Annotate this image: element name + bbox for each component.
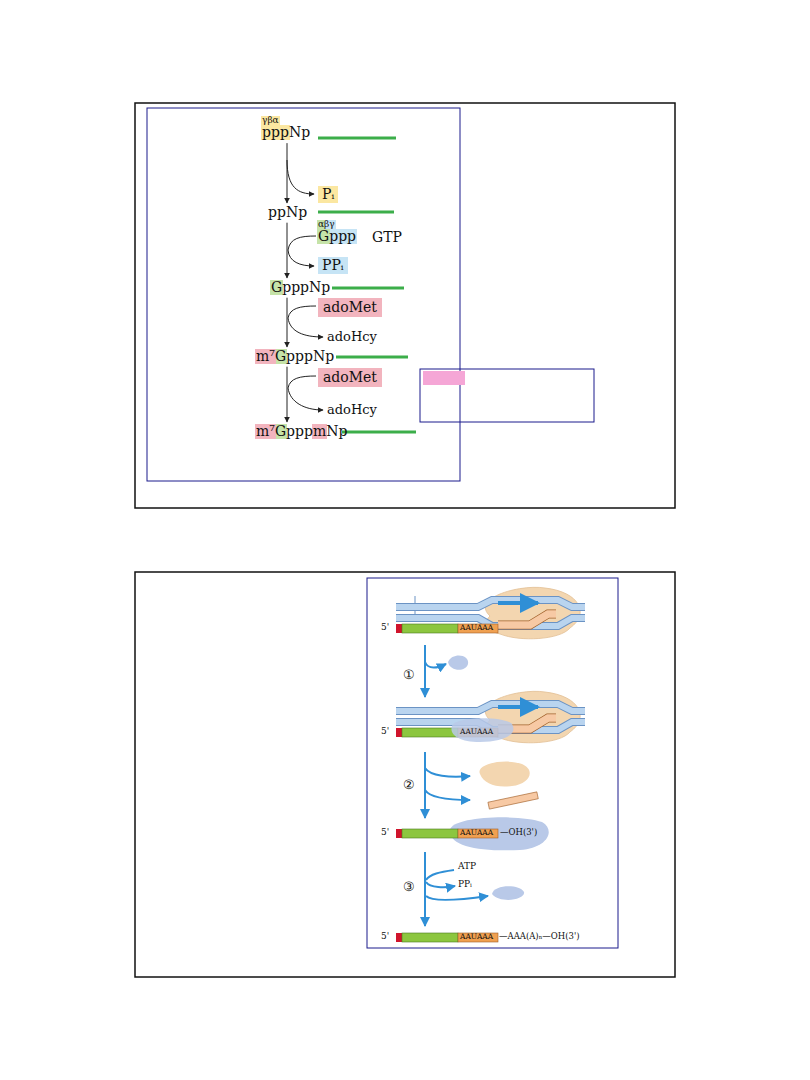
phosphate-letters: γβα: [262, 116, 310, 125]
nucleotide-chain: GpppNp: [271, 280, 330, 295]
adomet-box: adoMet: [318, 368, 382, 387]
signal-sequence: AAUAAA: [460, 728, 493, 736]
signal-sequence: AAUAAA: [460, 933, 493, 941]
figure-frame: [147, 108, 460, 481]
figure-frame: [367, 578, 618, 948]
compound-name: Pᵢ: [322, 187, 334, 202]
slide-frame: [135, 572, 675, 977]
note-box: [420, 369, 594, 422]
compound-name: adoMet: [323, 300, 377, 315]
phosphate-letters: αβγ: [318, 220, 356, 229]
step-number: ③: [403, 880, 415, 894]
gtp-box: αβγGppp: [318, 220, 356, 244]
molecule-name: ATP: [458, 862, 476, 871]
compound-name: GpppNp: [271, 280, 330, 295]
end-label: 5': [381, 828, 389, 837]
nucleotide-chain: ppNp: [268, 205, 307, 220]
end-label: —OH(3'): [500, 828, 537, 837]
nucleotide-chain: m⁷GpppNp: [256, 349, 334, 364]
reaction-arrow: [287, 298, 288, 347]
signal-sequence: AAUAAA: [460, 624, 493, 632]
molecule-name: PPᵢ: [458, 880, 472, 889]
poly-a-tail: —AAA(A)ₙ—OH(3'): [499, 932, 580, 941]
slide-frame: [135, 103, 675, 508]
molecule-name: adoHcy: [327, 330, 377, 344]
step-number: ②: [403, 778, 415, 792]
signal-sequence: AAUAAA: [460, 829, 493, 837]
compound-name: ppNp: [268, 205, 307, 220]
rna-fragment: [488, 792, 538, 809]
rna-strand: [318, 138, 416, 432]
step-arrow: [425, 852, 488, 926]
compound-name: m⁷GpppmNp: [256, 424, 347, 439]
compound-name: PPᵢ: [322, 258, 344, 273]
compound-name: Gppp: [318, 229, 356, 244]
reaction-arrow: [287, 143, 288, 203]
nucleotide-chain: m⁷GpppmNp: [256, 424, 347, 439]
cleavage-factor: [492, 886, 524, 900]
pyrophosphate-box: PPᵢ: [318, 257, 348, 274]
cleaved-rna: [396, 817, 549, 850]
pink-swatch: [423, 371, 465, 385]
nucleotide-chain: γβαpppNp: [262, 116, 310, 140]
phosphate-box: Pᵢ: [318, 186, 338, 203]
adomet-box: adoMet: [318, 298, 382, 317]
end-label: 5': [381, 932, 389, 941]
molecule-name: adoHcy: [327, 403, 377, 417]
compound-name: m⁷GpppNp: [256, 349, 334, 364]
end-label: 5': [381, 623, 389, 632]
compound-name: pppNp: [262, 125, 310, 140]
molecule-name: GTP: [372, 230, 402, 245]
reaction-arrow: [287, 223, 288, 278]
end-label: 5': [381, 727, 389, 736]
compound-name: adoMet: [323, 370, 377, 385]
transcription-complex: [396, 691, 585, 742]
reaction-arrow: [287, 367, 288, 422]
transcription-complex: [396, 587, 585, 638]
step-arrow: [425, 645, 446, 697]
cleavage-factor: [448, 655, 468, 669]
step-number: ①: [403, 668, 415, 682]
rna-polymerase: [479, 762, 529, 787]
step-arrow: [425, 752, 470, 818]
polyadenylated-rna: [396, 933, 498, 942]
